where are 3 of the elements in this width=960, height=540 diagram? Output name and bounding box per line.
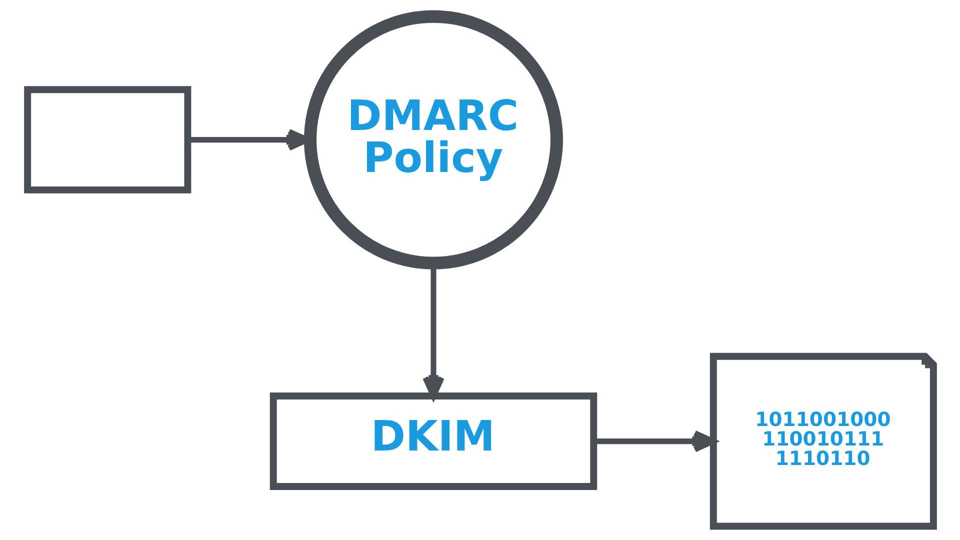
node-circle: DMARC Policy [304, 10, 563, 270]
node-box [24, 86, 191, 194]
node-box: DKIM [269, 392, 597, 490]
